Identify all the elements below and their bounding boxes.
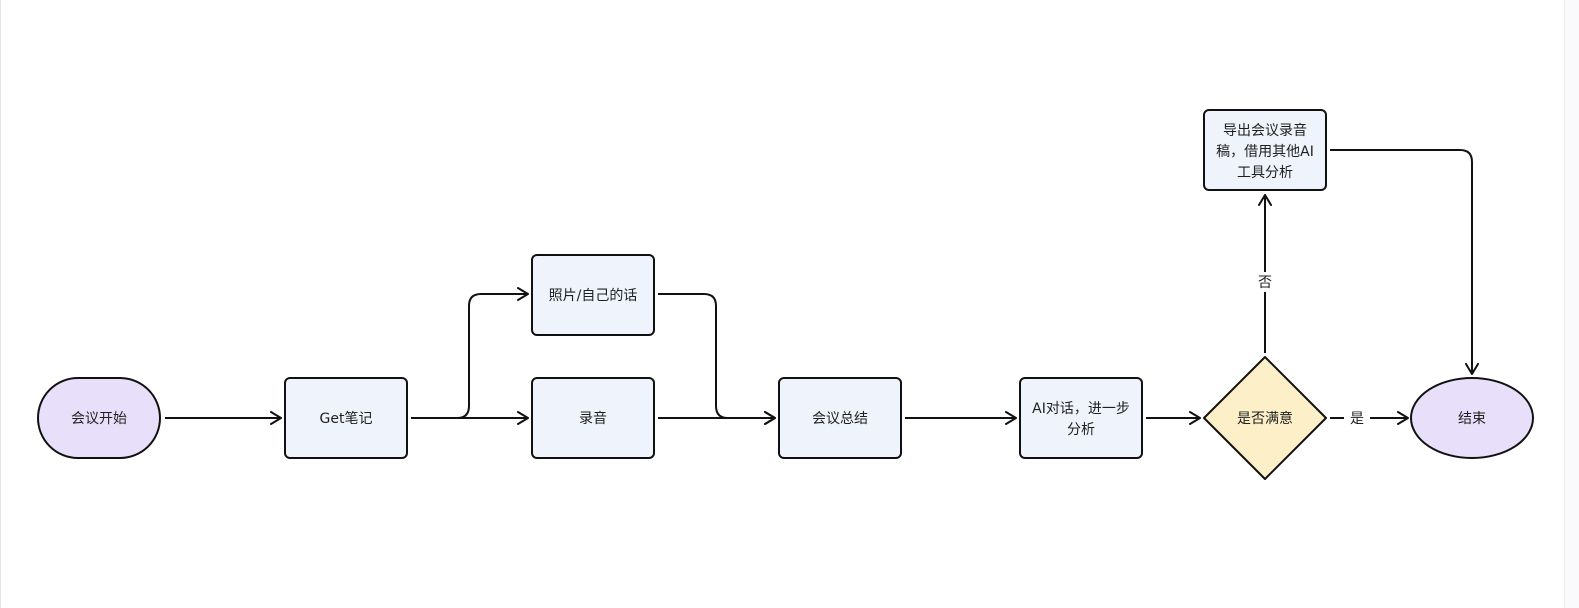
- node-ai-chat[interactable]: AI对话，进一步 分析: [1019, 377, 1143, 459]
- edge-label-no: 否: [1254, 272, 1276, 292]
- node-end-label: 结束: [1458, 411, 1486, 427]
- node-export-line3: 工具分析: [1237, 165, 1293, 181]
- node-photo-words-label: 照片/自己的话: [549, 288, 638, 304]
- node-satisfied-label: 是否满意: [1237, 410, 1293, 427]
- node-export-transcript[interactable]: 导出会议录音 稿，借用其他AI 工具分析: [1203, 109, 1327, 191]
- node-meeting-summary[interactable]: 会议总结: [778, 377, 902, 459]
- vertical-scrollbar[interactable]: [1564, 0, 1579, 608]
- edge-label-no-text: 否: [1258, 275, 1272, 291]
- node-ai-chat-line2: 分析: [1067, 422, 1095, 438]
- edge-photo-words-to-summary: [658, 293, 776, 425]
- node-ai-chat-line1: AI对话，进一步: [1032, 401, 1130, 417]
- node-photo-words[interactable]: 照片/自己的话: [531, 254, 655, 336]
- node-start[interactable]: 会议开始: [37, 377, 161, 459]
- edge-label-yes: 是: [1344, 408, 1370, 428]
- node-satisfied-decision[interactable]: 是否满意: [1203, 356, 1327, 480]
- node-get-notes-label: Get笔记: [320, 411, 373, 427]
- node-export-line2: 稿，借用其他AI: [1216, 144, 1314, 160]
- node-end[interactable]: 结束: [1410, 377, 1534, 459]
- node-get-notes[interactable]: Get笔记: [284, 377, 408, 459]
- node-recording[interactable]: 录音: [531, 377, 655, 459]
- edge-export-to-end: [1330, 149, 1479, 375]
- node-export-line1: 导出会议录音: [1223, 122, 1307, 139]
- canvas-left-border: [0, 0, 1, 608]
- edge-get-notes-to-photo-words: [411, 287, 529, 419]
- node-meeting-summary-label: 会议总结: [812, 411, 868, 427]
- node-start-label: 会议开始: [71, 411, 127, 427]
- node-recording-label: 录音: [579, 410, 607, 427]
- edge-label-yes-text: 是: [1350, 411, 1364, 427]
